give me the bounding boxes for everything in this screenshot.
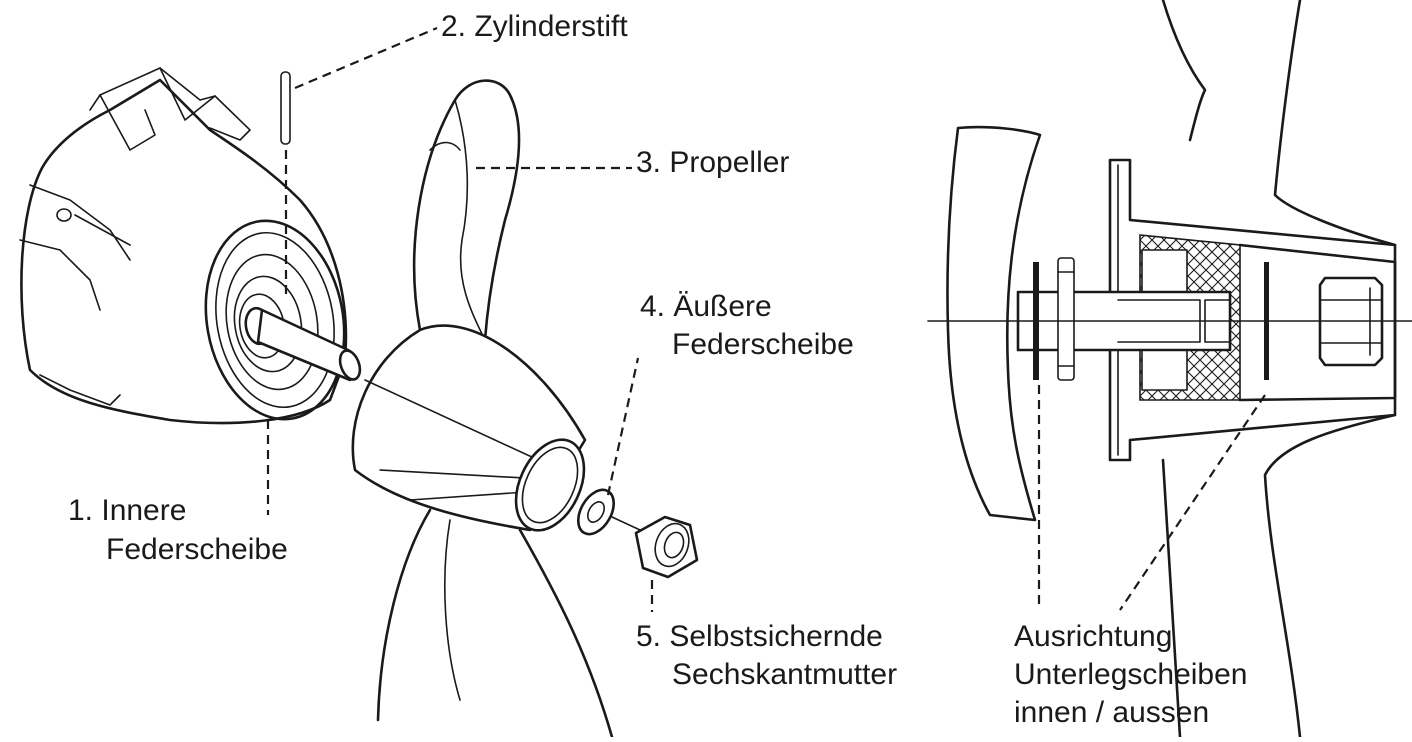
label-outer-washer-line1: 4. Äußere — [640, 290, 772, 323]
label-cylinder-pin: 2. Zylinderstift — [441, 10, 628, 43]
label-shims-line1: Ausrichtung — [1014, 620, 1173, 653]
label-shims-line2: Unterlegscheiben — [1014, 658, 1248, 691]
label-nut-line1: 5. Selbstsichernde — [636, 620, 883, 653]
label-inner-washer-line2: Federscheibe — [106, 533, 288, 566]
cross-section — [927, 0, 1412, 739]
self-locking-nut — [634, 515, 699, 612]
label-nut-line2: Sechskantmutter — [672, 658, 898, 691]
gear-housing — [19, 67, 362, 425]
cylinder-pin — [266, 71, 291, 515]
propeller — [351, 79, 614, 739]
label-shims-line3: innen / aussen — [1014, 696, 1210, 729]
label-inner-washer-line1: 1. Innere — [68, 494, 187, 527]
label-propeller: 3. Propeller — [636, 146, 790, 179]
pin-leader — [294, 26, 438, 90]
outer-spring-washer — [577, 357, 641, 536]
label-outer-washer-line2: Federscheibe — [672, 328, 854, 361]
